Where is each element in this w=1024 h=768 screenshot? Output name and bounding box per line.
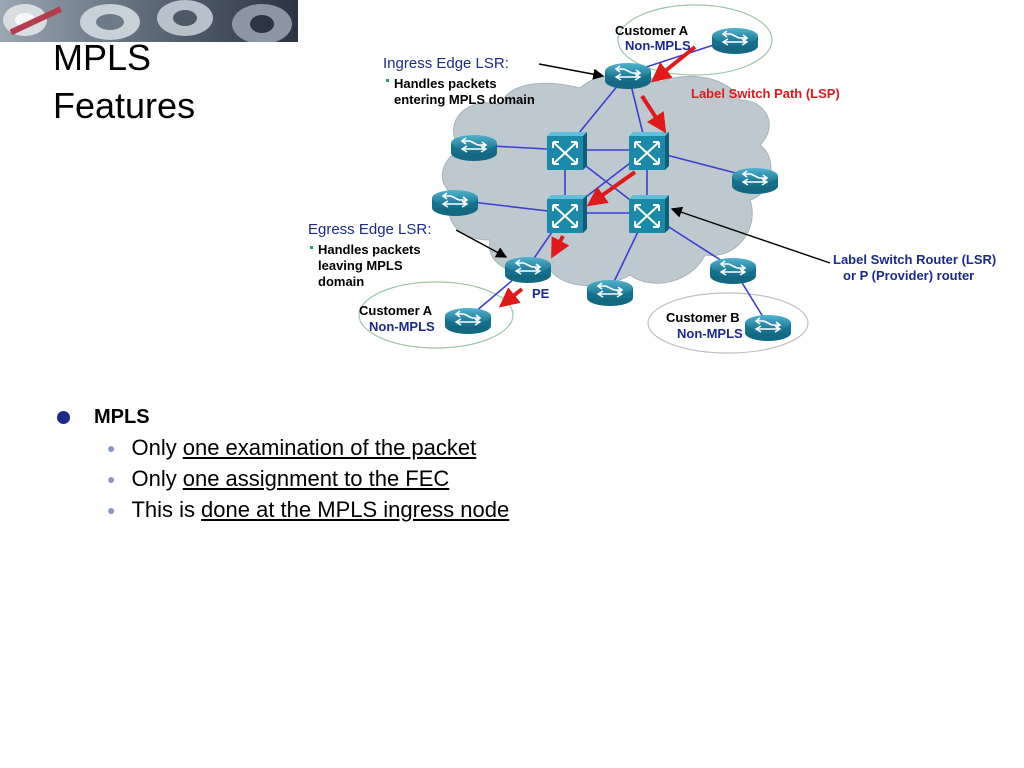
customer-a-bottom-ellipse <box>358 281 514 349</box>
lsr-switch-icon <box>628 131 670 171</box>
egress-label: Egress Edge LSR: <box>308 221 431 238</box>
customer-a-top-router-icon <box>711 27 759 55</box>
router-icon <box>731 167 779 195</box>
banner-image <box>0 0 298 42</box>
title-line-2: Features <box>53 85 196 126</box>
lsr-label-1: Label Switch Router (LSR) <box>833 252 996 267</box>
customer-b-ellipse <box>647 292 809 354</box>
title-line-1: MPLS <box>53 37 152 78</box>
sub-bullet-dot-icon: ● <box>107 470 116 487</box>
customer-a-bottom-name: Customer A <box>359 303 433 318</box>
lsr-switch-icon <box>628 194 670 234</box>
customer-a-top-name: Customer A <box>615 23 689 38</box>
egress-desc-3: domain <box>318 274 364 289</box>
ingress-label: Ingress Edge LSR: <box>383 55 509 72</box>
ingress-desc-1: Handles packets <box>394 76 497 91</box>
ingress-desc-2: entering MPLS domain <box>394 92 535 107</box>
router-icon <box>586 279 634 307</box>
pe-label: PE <box>532 286 550 301</box>
egress-desc-2: leaving MPLS <box>318 258 403 273</box>
egress-desc-1: Handles packets <box>318 242 421 257</box>
pointer-arrows <box>455 63 831 264</box>
sub-bullet-prefix: This is <box>131 496 196 522</box>
sub-bullet-dot-icon: ● <box>107 439 116 456</box>
bullet-list: MPLS ● Only one examination of the packe… <box>56 402 509 525</box>
mpls-cloud <box>441 73 772 287</box>
bullet-dot-icon <box>57 410 70 424</box>
sub-bullet: ● Only one assignment to the FEC <box>107 463 509 494</box>
sub-bullet-prefix: Only <box>131 465 177 491</box>
customer-a-bottom-router-icon <box>444 307 492 335</box>
mpls-network-diagram: Ingress Edge LSR: Handles packets enteri… <box>308 4 996 354</box>
slide-title: MPLS Features <box>53 34 195 130</box>
egress-pe-router-icon <box>504 256 552 284</box>
sub-bullet-underlined: done at the MPLS ingress node <box>201 496 510 522</box>
customer-a-bottom-type: Non-MPLS <box>369 319 435 334</box>
customer-b-type: Non-MPLS <box>677 326 743 341</box>
sub-bullet: ● This is done at the MPLS ingress node <box>107 494 509 525</box>
sub-bullet-prefix: Only <box>131 434 177 460</box>
router-icon <box>431 189 479 217</box>
sub-bullet: ● Only one examination of the packet <box>107 432 509 463</box>
main-bullet-text: MPLS <box>94 405 150 428</box>
lsp-arrows <box>498 45 697 308</box>
lsr-switch-icon <box>546 131 588 171</box>
ingress-router-icon <box>604 62 652 90</box>
sub-bullet-underlined: one examination of the packet <box>182 434 477 460</box>
customer-b-router-icon <box>744 314 792 342</box>
main-bullet: MPLS <box>56 402 509 432</box>
customer-a-top-type: Non-MPLS <box>625 38 691 53</box>
lsp-label: Label Switch Path (LSP) <box>691 86 840 101</box>
router-icon <box>709 257 757 285</box>
sub-bullet-underlined: one assignment to the FEC <box>182 465 450 491</box>
router-icon <box>450 134 498 162</box>
lsr-label-2: or P (Provider) router <box>843 268 974 283</box>
customer-b-name: Customer B <box>666 310 740 325</box>
customer-a-top-ellipse <box>617 4 773 76</box>
sub-bullet-dot-icon: ● <box>107 501 116 518</box>
lsr-switch-icon <box>546 194 588 234</box>
